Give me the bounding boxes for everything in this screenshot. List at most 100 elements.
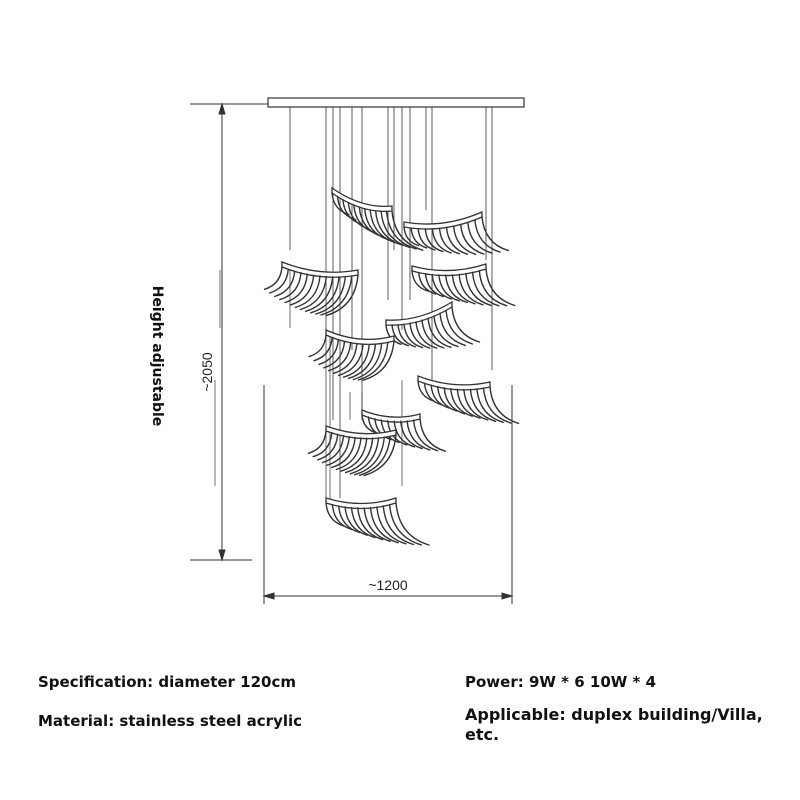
acrylic-blade [274, 270, 296, 298]
acrylic-blade [467, 221, 493, 254]
acrylic-blade [451, 274, 476, 305]
acrylic-blade [289, 274, 315, 306]
acrylic-blade [469, 388, 497, 422]
acrylic-blade [342, 343, 370, 378]
acrylic-blade [313, 336, 333, 362]
acrylic-blade [325, 502, 345, 527]
acrylic-blade [412, 419, 439, 452]
ring-segment [417, 375, 491, 391]
ring-segment [325, 425, 397, 440]
acrylic-blade [361, 414, 377, 434]
acrylic-blade [424, 228, 444, 253]
acrylic-blade [397, 324, 417, 348]
height-dim-label: ~2050 [199, 352, 215, 392]
acrylic-blade [427, 317, 452, 349]
ring-segment [403, 211, 483, 230]
acrylic-blade [481, 216, 510, 252]
acrylic-blade [349, 437, 380, 475]
acrylic-blade [430, 384, 450, 409]
acrylic-blade [335, 437, 362, 471]
acrylic-blade [438, 274, 460, 302]
acrylic-blade [357, 507, 384, 541]
acrylic-blade [333, 343, 358, 374]
ring-segment [325, 497, 397, 510]
acrylic-blade [330, 436, 356, 469]
acrylic-blade [485, 268, 516, 307]
acrylic-blade [263, 266, 283, 290]
acrylic-blade [465, 272, 492, 307]
acrylic-blade [418, 271, 437, 295]
acrylic-blade [315, 275, 346, 315]
ring-segment [281, 261, 359, 278]
acrylic-blade [328, 342, 352, 372]
material-text: Material: stainless steel acrylic [38, 712, 303, 730]
acrylic-blade [362, 340, 395, 381]
ring-segment [411, 263, 487, 277]
acrylic-blade [308, 334, 327, 358]
acrylic-blade [352, 342, 383, 381]
acrylic-blade [410, 227, 428, 249]
acrylic-blade [310, 276, 340, 314]
acrylic-blade [299, 275, 327, 311]
acrylic-blade [436, 385, 458, 412]
acrylic-blade [444, 274, 468, 304]
acrylic-blade [395, 502, 430, 546]
acrylic-blade [385, 210, 417, 250]
acrylic-blade [357, 341, 389, 381]
acrylic-blade [388, 504, 422, 546]
acrylic-blade [350, 506, 376, 539]
acrylic-blade [337, 343, 364, 377]
acrylic-blade [338, 505, 361, 534]
acrylic-blade [451, 306, 481, 343]
acrylic-blade [340, 437, 368, 472]
acrylic-blade [424, 272, 445, 298]
acrylic-blade [450, 388, 473, 417]
acrylic-blade [419, 418, 446, 452]
acrylic-blade [363, 434, 397, 477]
acrylic-blade [382, 505, 415, 546]
acrylic-blade [391, 324, 409, 347]
acrylic-blade [431, 273, 453, 300]
acrylic-blade [476, 388, 504, 423]
acrylic-blade [294, 275, 321, 309]
acrylic-blade [358, 435, 391, 476]
acrylic-blade [423, 382, 443, 406]
height-dimension [190, 102, 268, 562]
acrylic-blade [391, 210, 424, 251]
acrylic-blade [433, 315, 459, 348]
acrylic-blade [380, 210, 411, 248]
acrylic-blade [376, 506, 407, 545]
acrylic-blade [320, 275, 353, 316]
chandelier-dimension-drawing: ~2050 ~1200 [190, 97, 525, 604]
acrylic-blade [323, 340, 346, 369]
acrylic-blade [331, 504, 353, 531]
acrylic-blade [393, 420, 416, 448]
acrylic-blade [409, 322, 431, 349]
acrylic-blade [489, 386, 520, 425]
ring-segment [361, 409, 421, 423]
chandelier-illustration [214, 97, 525, 546]
acrylic-blade [460, 223, 485, 255]
acrylic-blade [317, 433, 339, 461]
acrylic-blade [415, 321, 438, 349]
specification-text: Specification: diameter 120cm [38, 673, 296, 691]
acrylic-blade [374, 418, 392, 441]
acrylic-blade [400, 420, 423, 450]
acrylic-blade [471, 271, 500, 307]
acrylic-blade [374, 210, 404, 246]
acrylic-blade [304, 276, 334, 312]
acrylic-blade [417, 380, 435, 402]
acrylic-blade [452, 225, 477, 255]
acrylic-blade [369, 506, 399, 544]
acrylic-blade [438, 227, 461, 255]
width-dim-label: ~1200 [368, 577, 408, 593]
power-text: Power: 9W * 6 10W * 4 [465, 673, 657, 691]
acrylic-blade [431, 228, 452, 254]
acrylic-blade [439, 312, 466, 347]
acrylic-blade [284, 273, 308, 304]
height-adjustable-label: Height adjustable [149, 285, 165, 427]
acrylic-blade [445, 226, 469, 255]
acrylic-blade [482, 387, 512, 424]
acrylic-blade [312, 432, 333, 458]
acrylic-blade [369, 209, 397, 244]
